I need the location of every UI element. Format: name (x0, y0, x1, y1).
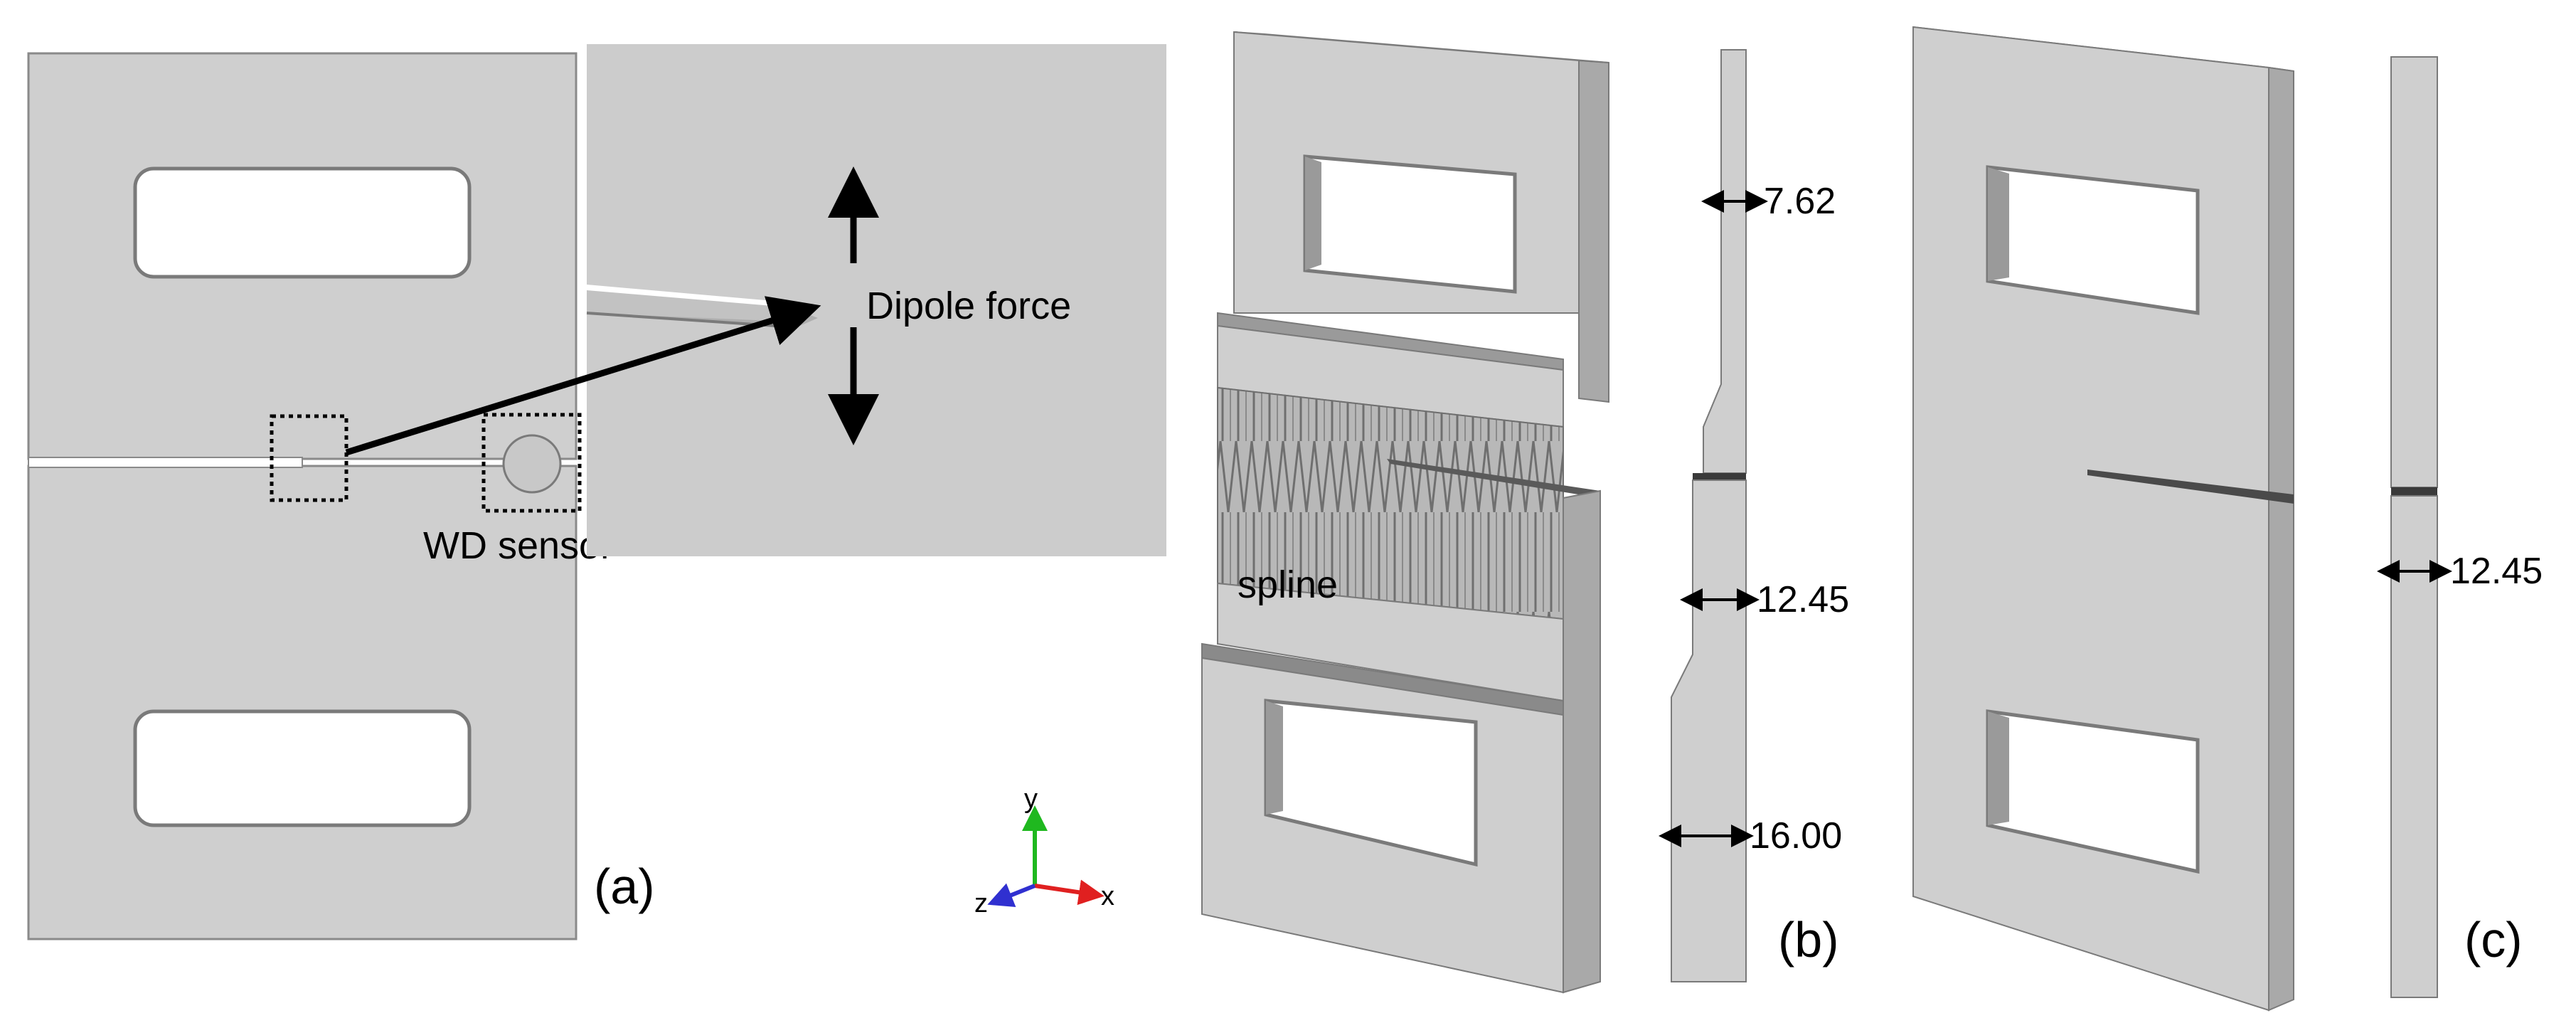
wd-sensor-box (481, 413, 582, 513)
panel-b-label: (b) (1778, 912, 1839, 968)
dim-thin-label: 7.62 (1764, 181, 1836, 222)
dim-thick-label: 16.00 (1750, 815, 1842, 857)
c-side (2268, 66, 2294, 1012)
b-lower-hole-wall (1266, 701, 1283, 815)
spline-label: spline (1238, 563, 1338, 606)
b-upper-hole (1303, 154, 1517, 294)
b-profile-upper (1703, 49, 1747, 474)
panel-c-label: (c) (2464, 912, 2523, 968)
c-upper-hole-wall (1988, 167, 2009, 281)
y-axis-label: y (1024, 784, 1038, 814)
lower-pin-hole (133, 709, 472, 827)
b-profile-lower (1671, 479, 1747, 982)
b-upper-side (1578, 59, 1609, 403)
panel-a-label: (a) (594, 859, 655, 914)
notch-slit (28, 457, 303, 468)
zoom-crack-face (587, 290, 818, 327)
c-profile-upper (2390, 56, 2438, 488)
leader-arrow (345, 296, 821, 456)
b-lower-side (1563, 489, 1601, 994)
wd-sensor-circle (502, 434, 562, 494)
panel-c: 12.45 (c) (1912, 26, 2543, 1012)
x-axis-arrow (1034, 879, 1105, 906)
x-axis-label: x (1101, 881, 1114, 911)
crack-tip-box (270, 414, 348, 502)
b-crack (1387, 459, 1600, 498)
axis-triad: y x z (974, 784, 1114, 918)
z-axis-arrow (987, 883, 1036, 908)
b-upper-hole-wall (1305, 157, 1321, 270)
dim-mid-c-label: 12.45 (2450, 551, 2543, 592)
c-face (1912, 26, 2269, 1012)
c-crack (2087, 470, 2294, 504)
c-lower-hole-wall (1988, 711, 2009, 825)
dim-mid-b-label: 12.45 (1757, 579, 1849, 620)
dipole-force-label: Dipole force (866, 285, 1071, 327)
b-profile-crack (1693, 473, 1746, 480)
c-profile-crack (2391, 487, 2437, 496)
upper-pin-hole (133, 166, 472, 279)
panel-a: WD sensor Dipole force (a) (27, 44, 1166, 940)
wd-sensor-label: WD sensor (423, 524, 613, 567)
specimen-lower-half (27, 465, 578, 940)
z-axis-label: z (974, 889, 988, 918)
panel-b: spline 7.62 12.45 16.00 (b) (1201, 31, 1849, 994)
